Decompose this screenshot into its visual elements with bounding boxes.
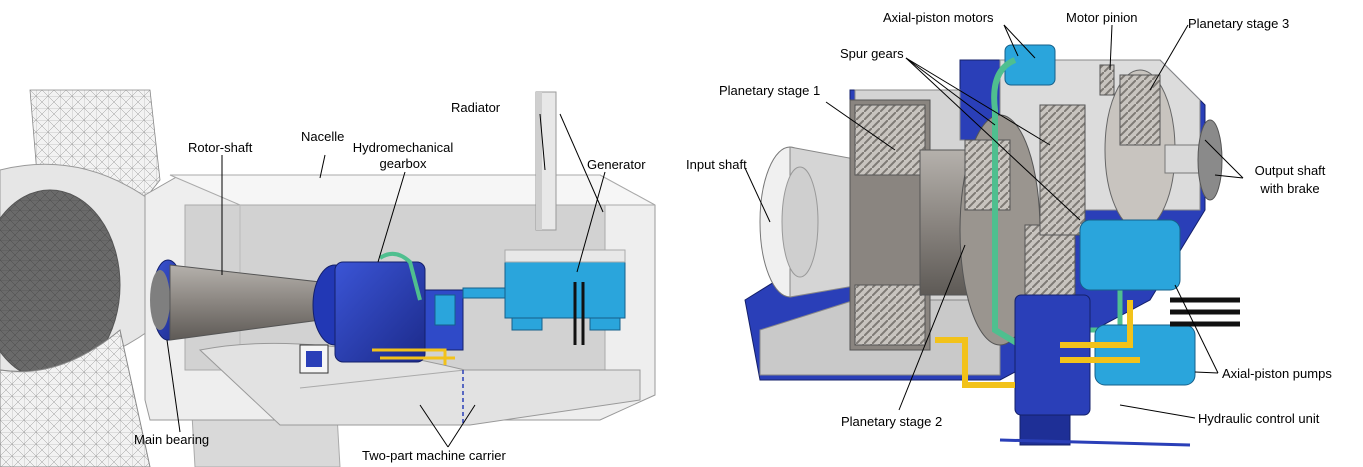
label-hydraulic-control-unit: Hydraulic control unit bbox=[1198, 411, 1320, 426]
generator-housing bbox=[504, 257, 626, 319]
label-input-shaft: Input shaft bbox=[686, 157, 747, 172]
right-leader-lines bbox=[744, 24, 1244, 419]
label-output-shaft-line2: with brake bbox=[1260, 181, 1320, 196]
label-generator: Generator bbox=[587, 157, 646, 172]
axial-piston-motor bbox=[1004, 44, 1056, 86]
label-main-bearing: Main bearing bbox=[134, 432, 210, 447]
axial-piston-pump-lower bbox=[1094, 324, 1196, 386]
output-brake-disc bbox=[1197, 119, 1223, 201]
spur-gear bbox=[1039, 104, 1086, 236]
label-output-shaft-line1: Output shaft bbox=[1254, 163, 1326, 178]
gearbox-housing bbox=[334, 261, 426, 363]
hydraulic-control-unit bbox=[1014, 294, 1091, 416]
label-radiator: Radiator bbox=[451, 100, 501, 115]
label-axial-piston-motors: Axial-piston motors bbox=[883, 10, 994, 25]
label-planetary-stage-2: Planetary stage 2 bbox=[841, 414, 943, 429]
label-hydromechanical-gearbox-line2: gearbox bbox=[379, 156, 427, 171]
right-illustration bbox=[744, 44, 1240, 447]
label-axial-piston-pumps: Axial-piston pumps bbox=[1222, 366, 1332, 381]
left-illustration bbox=[0, 89, 656, 467]
nacelle-top bbox=[169, 174, 656, 206]
left-leader-lines bbox=[166, 113, 606, 448]
label-hydromechanical-gearbox-line1: Hydromechanical bbox=[352, 140, 454, 155]
label-nacelle: Nacelle bbox=[301, 129, 345, 144]
label-planetary-stage-1: Planetary stage 1 bbox=[719, 83, 821, 98]
green-pipe bbox=[991, 57, 1080, 348]
label-rotor-shaft: Rotor-shaft bbox=[188, 140, 253, 155]
label-machine-carrier: Two-part machine carrier bbox=[362, 448, 506, 463]
label-spur-gears: Spur gears bbox=[840, 46, 904, 61]
rotor-blade-lower bbox=[0, 329, 151, 467]
axial-piston-pump-upper bbox=[1079, 219, 1181, 291]
label-motor-pinion: Motor pinion bbox=[1066, 10, 1138, 25]
label-planetary-stage-3: Planetary stage 3 bbox=[1188, 16, 1290, 31]
yellow-pipe bbox=[935, 337, 1015, 388]
